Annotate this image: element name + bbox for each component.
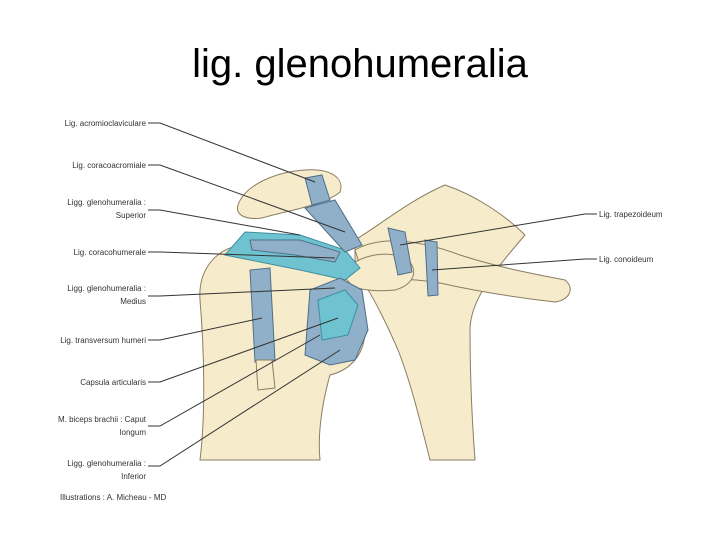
leader-capsula [148,317,339,383]
label-gh-inferior-line1: Ligg. glenohumeralia : [67,459,146,468]
glenohumeral-superior-ligament [249,239,341,263]
label-acromioclaviculare: Lig. acromioclaviculare [65,119,147,128]
label-coracoacromiale: Lig. coracoacromiale [72,161,146,170]
label-gh-superior-line2: Superior [116,211,147,220]
label-coracohumerale: Lig. coracohumerale [74,248,147,257]
trapezoid-ligament [387,227,413,276]
label-gh-medius-line2: Medius [120,297,146,306]
label-gh-inferior-line2: Inferior [121,472,146,481]
label-conoideum: Lig. conoideum [599,255,654,264]
leader-trapezoideum [399,213,597,246]
leader-coracoacromiale [148,164,346,233]
label-biceps-line1: M. biceps brachii : Caput [58,415,147,424]
glenohumeral-medius-ligament [317,289,359,341]
label-gh-superior-line1: Ligg. glenohumeralia : [67,198,146,207]
leader-acromioclaviculare [148,122,316,183]
label-biceps-line2: longum [120,428,147,437]
label-capsula: Capsula articularis [80,378,146,387]
label-gh-medius-line1: Ligg. glenohumeralia : [67,284,146,293]
leader-lines [148,122,597,467]
coracoacromial-ligament [304,199,363,253]
leader-gh-superior [148,209,301,236]
leader-gh-inferior [148,349,341,467]
leader-biceps [148,334,321,427]
leader-conoideum [431,258,597,271]
credit: Illustrations : A. Micheau - MD [60,493,166,502]
scapula [354,184,526,461]
biceps-tendon [255,359,276,391]
acromioclavicular-ligament [304,174,331,206]
leader-transversum [148,317,263,341]
leader-coracohumerale [148,251,336,259]
label-trapezoideum: Lig. trapezoideum [599,210,663,219]
slide-title: lig. glenohumeralia [192,42,528,86]
conoid-ligament [424,239,439,297]
leader-gh-medius [148,287,336,297]
label-transversum: Lig. transversum humeri [60,336,146,345]
